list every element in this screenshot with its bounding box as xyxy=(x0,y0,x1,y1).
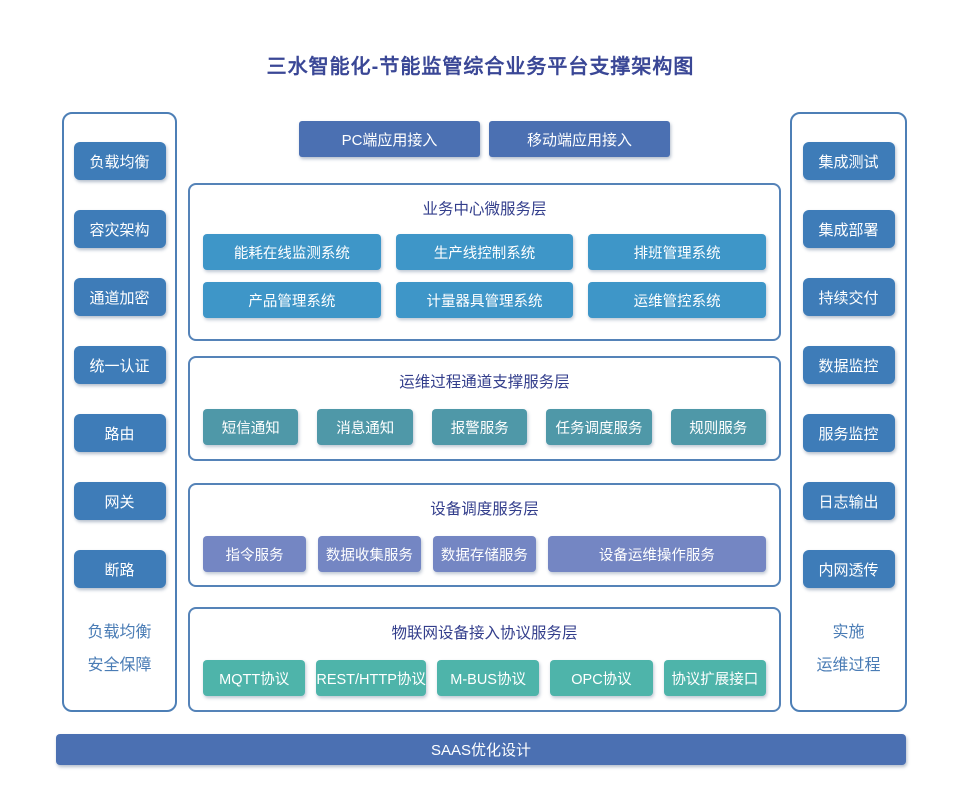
app-access-button: PC端应用接入 xyxy=(299,121,480,157)
panel-caption-line: 运维过程 xyxy=(816,657,881,674)
side-node: 集成测试 xyxy=(802,142,895,180)
side-node: 集成部署 xyxy=(802,210,895,248)
layer-iot-protocol-access: 物联网设备接入协议服务层 MQTT协议 REST/HTTP协议 M-BUS协议 OPC… xyxy=(188,607,781,712)
service-node: 规则服务 xyxy=(670,409,766,445)
left-panel: 负载均衡容灾架构通道加密统一认证路由网关断路 负载均衡安全保障 xyxy=(62,112,177,712)
service-node: 指令服务 xyxy=(203,536,306,572)
service-node: 数据存储服务 xyxy=(432,536,536,572)
service-node: 协议扩展接口 xyxy=(663,660,766,696)
layer-title: 业务中心微服务层 xyxy=(422,201,547,218)
service-node: 能耗在线监测系统 xyxy=(203,234,381,270)
service-node: MQTT协议 xyxy=(203,660,306,696)
side-node: 服务监控 xyxy=(802,414,895,452)
service-node: 产品管理系统 xyxy=(203,282,381,318)
layer-rows: MQTT协议 REST/HTTP协议 M-BUS协议 OPC协议协议扩展接口 xyxy=(203,660,766,696)
saas-footer-bar: SAAS优化设计 xyxy=(56,734,906,765)
left-panel-caption: 负载均衡安全保障 xyxy=(64,616,175,682)
layer-business-microservices: 业务中心微服务层 能耗在线监测系统生产线控制系统排班管理系统产品管理系统计量器具… xyxy=(188,183,781,341)
app-access-button: 移动端应用接入 xyxy=(489,121,670,157)
app-access-buttons: PC端应用接入移动端应用接入 xyxy=(188,121,781,157)
service-node: OPC协议 xyxy=(550,660,653,696)
right-panel-caption: 实施运维过程 xyxy=(792,616,905,682)
page-title: 三水智能化-节能监管综合业务平台支撑架构图 xyxy=(266,56,695,78)
side-node: 负载均衡 xyxy=(73,142,166,180)
service-node: 设备运维操作服务 xyxy=(547,536,767,572)
service-node: 任务调度服务 xyxy=(546,409,652,445)
panel-caption-line: 负载均衡 xyxy=(87,624,152,641)
layer-device-dispatch: 设备调度服务层 指令服务数据收集服务数据存储服务设备运维操作服务 xyxy=(188,483,781,587)
side-node: 断路 xyxy=(73,550,166,588)
layer-row: 产品管理系统计量器具管理系统运维管控系统 xyxy=(203,282,767,318)
layer-row: MQTT协议 REST/HTTP协议 M-BUS协议 OPC协议协议扩展接口 xyxy=(203,660,766,696)
left-panel-boxes: 负载均衡容灾架构通道加密统一认证路由网关断路 xyxy=(64,142,175,588)
service-node: 消息通知 xyxy=(317,409,413,445)
layer-row: 能耗在线监测系统生产线控制系统排班管理系统 xyxy=(203,234,767,270)
service-node: 数据收集服务 xyxy=(317,536,421,572)
layer-row: 短信通知消息通知报警服务任务调度服务规则服务 xyxy=(203,409,766,445)
side-node: 数据监控 xyxy=(802,346,895,384)
service-node: 报警服务 xyxy=(431,409,528,445)
layer-title: 设备调度服务层 xyxy=(430,501,539,518)
panel-caption-line: 实施 xyxy=(832,624,865,641)
service-node: 运维管控系统 xyxy=(588,282,767,318)
layer-title: 物联网设备接入协议服务层 xyxy=(391,625,578,642)
service-node: 排班管理系统 xyxy=(588,234,767,270)
side-node: 容灾架构 xyxy=(73,210,166,248)
side-node: 日志输出 xyxy=(802,482,895,520)
service-node: 短信通知 xyxy=(203,409,299,445)
layer-rows: 能耗在线监测系统生产线控制系统排班管理系统产品管理系统计量器具管理系统运维管控系… xyxy=(203,234,767,318)
service-node: REST/HTTP协议 xyxy=(316,660,426,696)
service-node: 计量器具管理系统 xyxy=(395,282,574,318)
service-node: 生产线控制系统 xyxy=(395,234,574,270)
side-node: 网关 xyxy=(73,482,166,520)
right-panel: 集成测试集成部署持续交付数据监控服务监控日志输出内网透传 实施运维过程 xyxy=(790,112,907,712)
side-node: 通道加密 xyxy=(73,278,166,316)
side-node: 持续交付 xyxy=(802,278,895,316)
layer-rows: 短信通知消息通知报警服务任务调度服务规则服务 xyxy=(203,409,766,445)
side-node: 路由 xyxy=(73,414,166,452)
layer-title: 运维过程通道支撑服务层 xyxy=(399,374,570,391)
layer-row: 指令服务数据收集服务数据存储服务设备运维操作服务 xyxy=(203,536,767,572)
layer-ops-channel-support: 运维过程通道支撑服务层 短信通知消息通知报警服务任务调度服务规则服务 xyxy=(188,356,781,461)
side-node: 统一认证 xyxy=(73,346,166,384)
side-node: 内网透传 xyxy=(802,550,895,588)
right-panel-boxes: 集成测试集成部署持续交付数据监控服务监控日志输出内网透传 xyxy=(792,142,905,588)
panel-caption-line: 安全保障 xyxy=(87,657,152,674)
service-node: M-BUS协议 xyxy=(436,660,540,696)
layer-rows: 指令服务数据收集服务数据存储服务设备运维操作服务 xyxy=(203,536,767,572)
